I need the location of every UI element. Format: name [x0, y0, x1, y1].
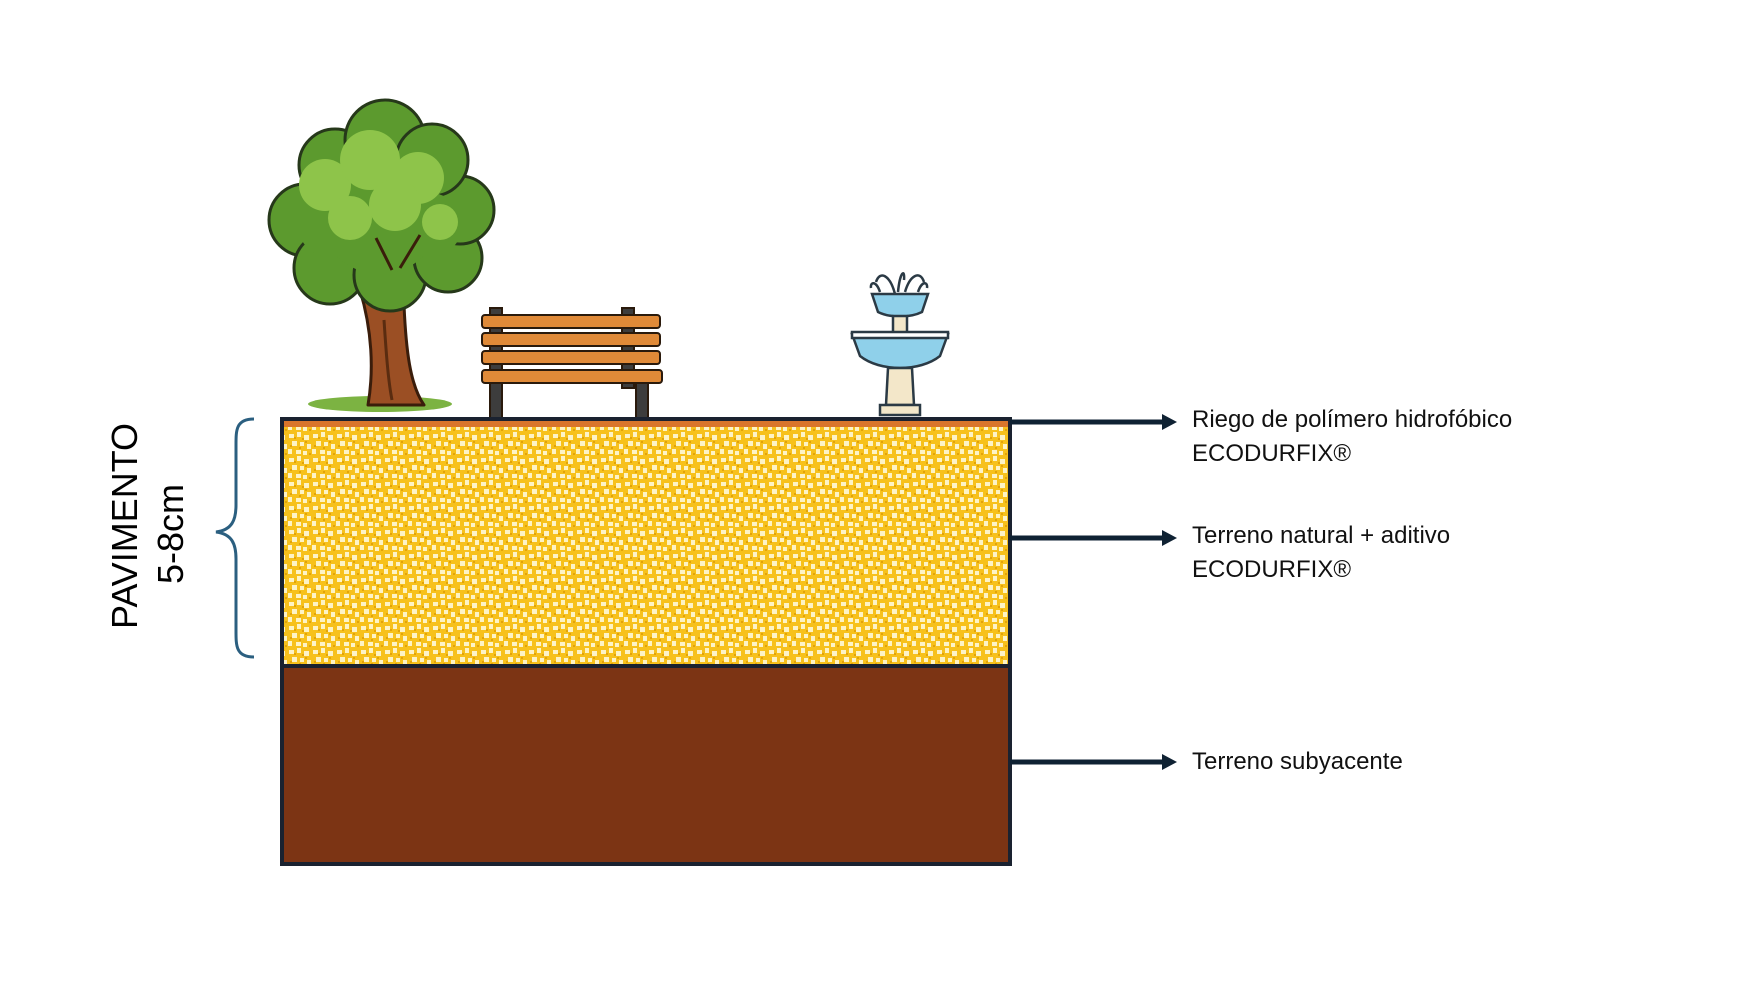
arrow-top-coat: [1010, 414, 1177, 430]
tree-icon: [267, 98, 496, 412]
pavement-label: PAVIMENTO: [104, 422, 145, 629]
section-outline: [280, 417, 1012, 866]
soil-cross-section: [280, 417, 1012, 866]
bench-icon: [481, 307, 663, 419]
callout-treated-soil-line2: ECODURFIX®: [1192, 556, 1352, 583]
layer-subsoil: [282, 666, 1010, 864]
callout-treated-soil-line1: Terreno natural + aditivo: [1192, 522, 1451, 549]
fountain-icon: [850, 272, 950, 417]
pavement-brace: [215, 417, 255, 659]
layer-treated-soil: [282, 426, 1010, 666]
layer-top-coat: [282, 419, 1010, 427]
callout-top-coat-line1: Riego de polímero hidrofóbico: [1192, 406, 1513, 433]
pavement-thickness-label: 5-8cm: [150, 483, 191, 585]
callout-subsoil: Terreno subyacente: [1192, 745, 1403, 779]
arrow-subsoil: [1010, 754, 1177, 770]
callout-treated-soil: Terreno natural + aditivo ECODURFIX®: [1192, 519, 1450, 587]
callout-top-coat-line2: ECODURFIX®: [1192, 440, 1352, 467]
arrow-treated-soil: [1010, 530, 1177, 546]
callout-subsoil-line1: Terreno subyacente: [1192, 748, 1403, 775]
callout-top-coat: Riego de polímero hidrofóbico ECODURFIX®: [1192, 403, 1512, 471]
